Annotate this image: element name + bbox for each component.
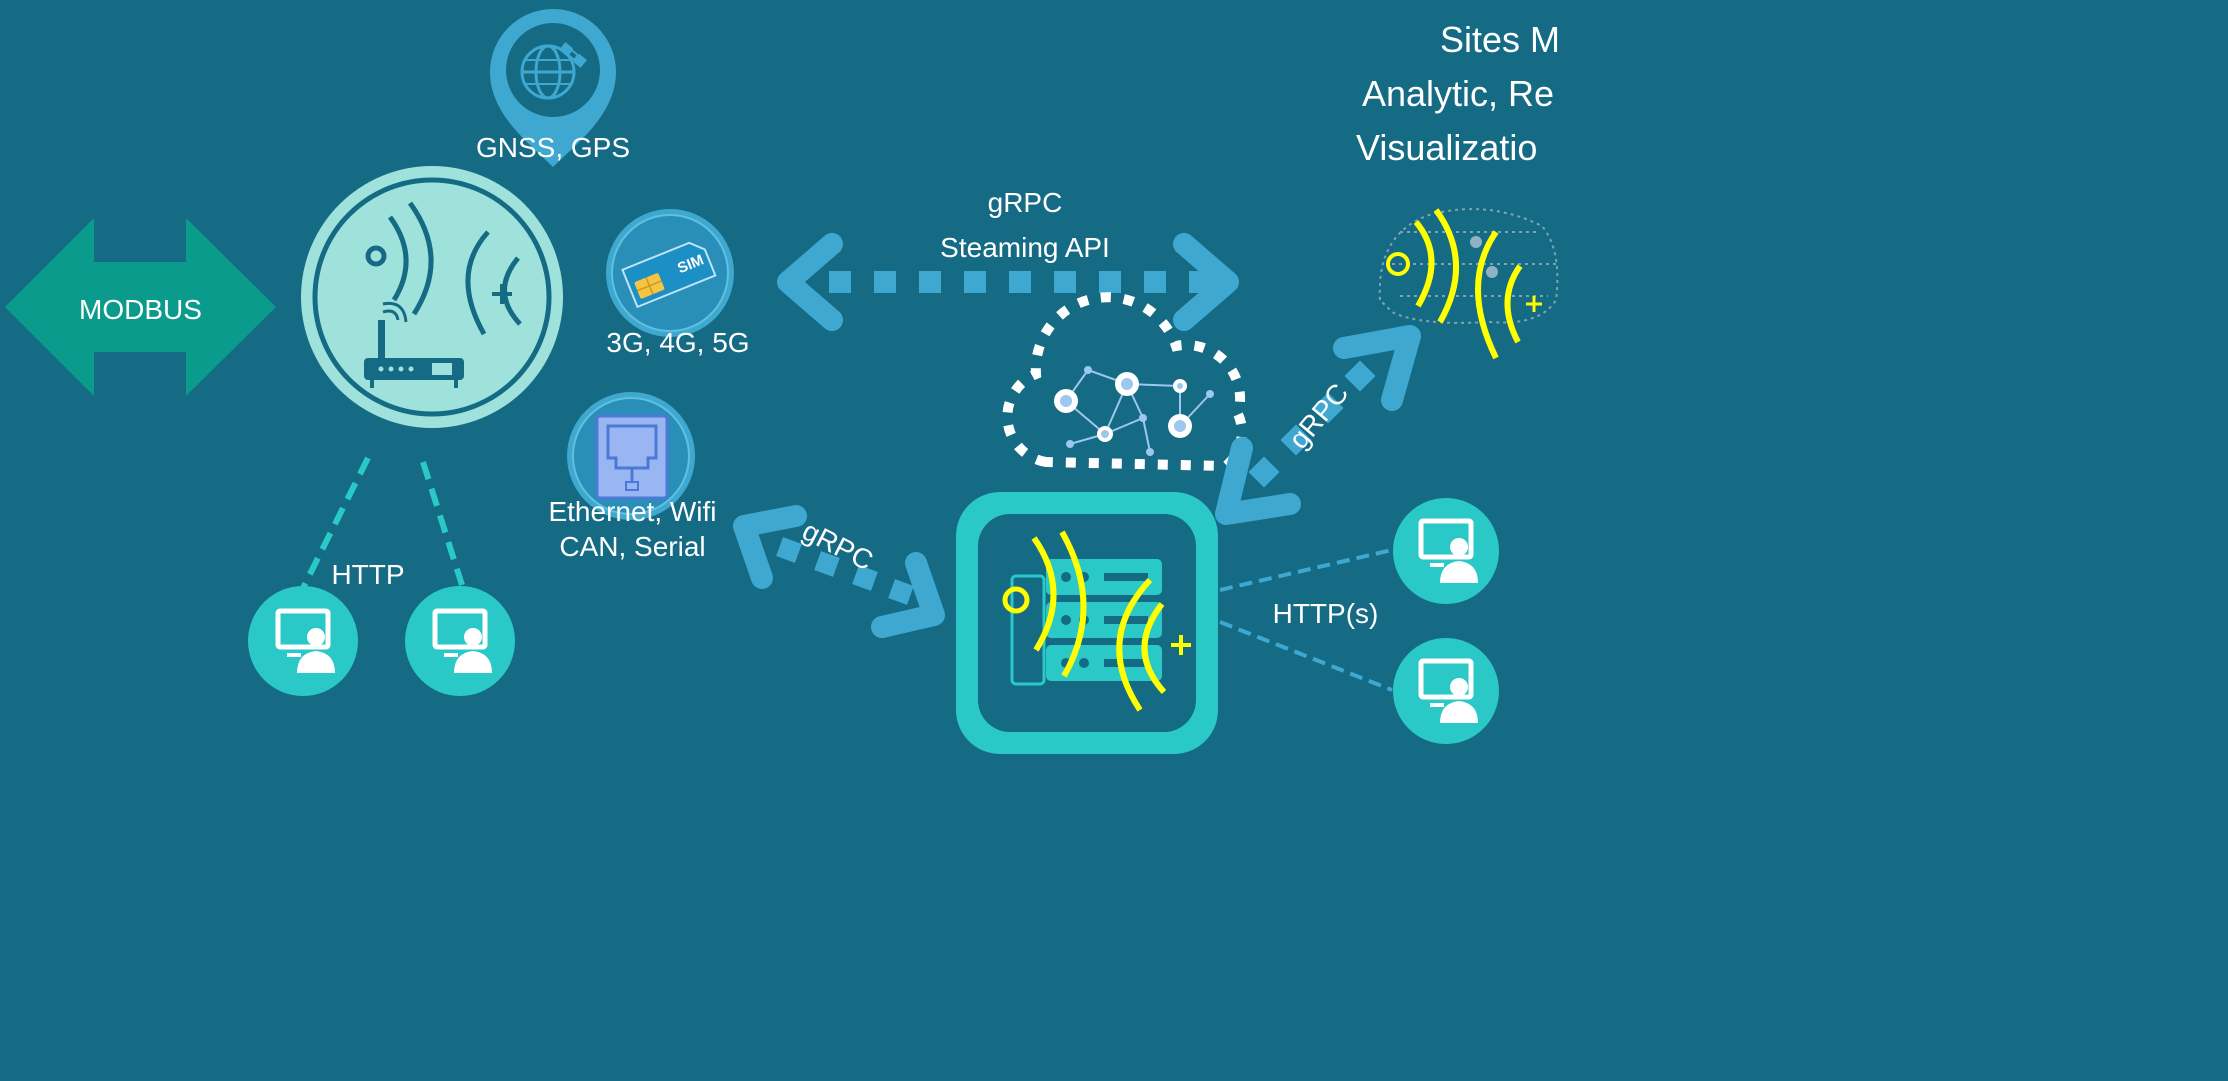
architecture-diagram: SIM xyxy=(5,9,1559,754)
grpc-cloud-arrow xyxy=(1215,325,1421,525)
ethernet-label: Ethernet, Wifi xyxy=(548,496,717,527)
http-label: HTTP xyxy=(331,559,405,590)
cloud-platform-logo-icon xyxy=(1378,208,1559,360)
can-serial-label: CAN, Serial xyxy=(559,531,706,562)
ethernet-port-icon xyxy=(567,392,695,520)
satellite-globe-pin-icon xyxy=(490,9,616,167)
server-rack-icon xyxy=(956,492,1218,754)
sites-title-line1: Sites M xyxy=(1440,19,1561,60)
link-dash xyxy=(1219,620,1393,692)
link-dash xyxy=(300,456,371,590)
cellular-label: 3G, 4G, 5G xyxy=(606,327,750,358)
computer-user-icon[interactable] xyxy=(248,586,358,696)
network-cloud-icon xyxy=(1002,292,1247,472)
computer-user-icon[interactable] xyxy=(405,586,515,696)
router-device-icon xyxy=(301,166,563,428)
gnss-label: GNSS, GPS xyxy=(475,132,631,163)
link-dash xyxy=(1219,548,1393,592)
computer-user-icon[interactable] xyxy=(1393,638,1499,744)
grpc-stream-label: gRPC xyxy=(987,187,1063,218)
sites-title-line2: Analytic, Re xyxy=(1362,73,1555,114)
grpc-edge-arrow xyxy=(733,505,945,638)
modbus-label: MODBUS xyxy=(79,294,202,325)
sim-card-icon: SIM xyxy=(606,209,734,337)
double-arrow-icon xyxy=(5,218,276,396)
sites-title-line3: Visualizatio xyxy=(1356,127,1538,168)
https-label: HTTP(s) xyxy=(1272,598,1379,629)
grpc-stream-arrow xyxy=(777,233,1239,331)
streaming-api-label: Steaming API xyxy=(940,232,1110,263)
computer-user-icon[interactable] xyxy=(1393,498,1499,604)
link-dash xyxy=(420,461,465,586)
